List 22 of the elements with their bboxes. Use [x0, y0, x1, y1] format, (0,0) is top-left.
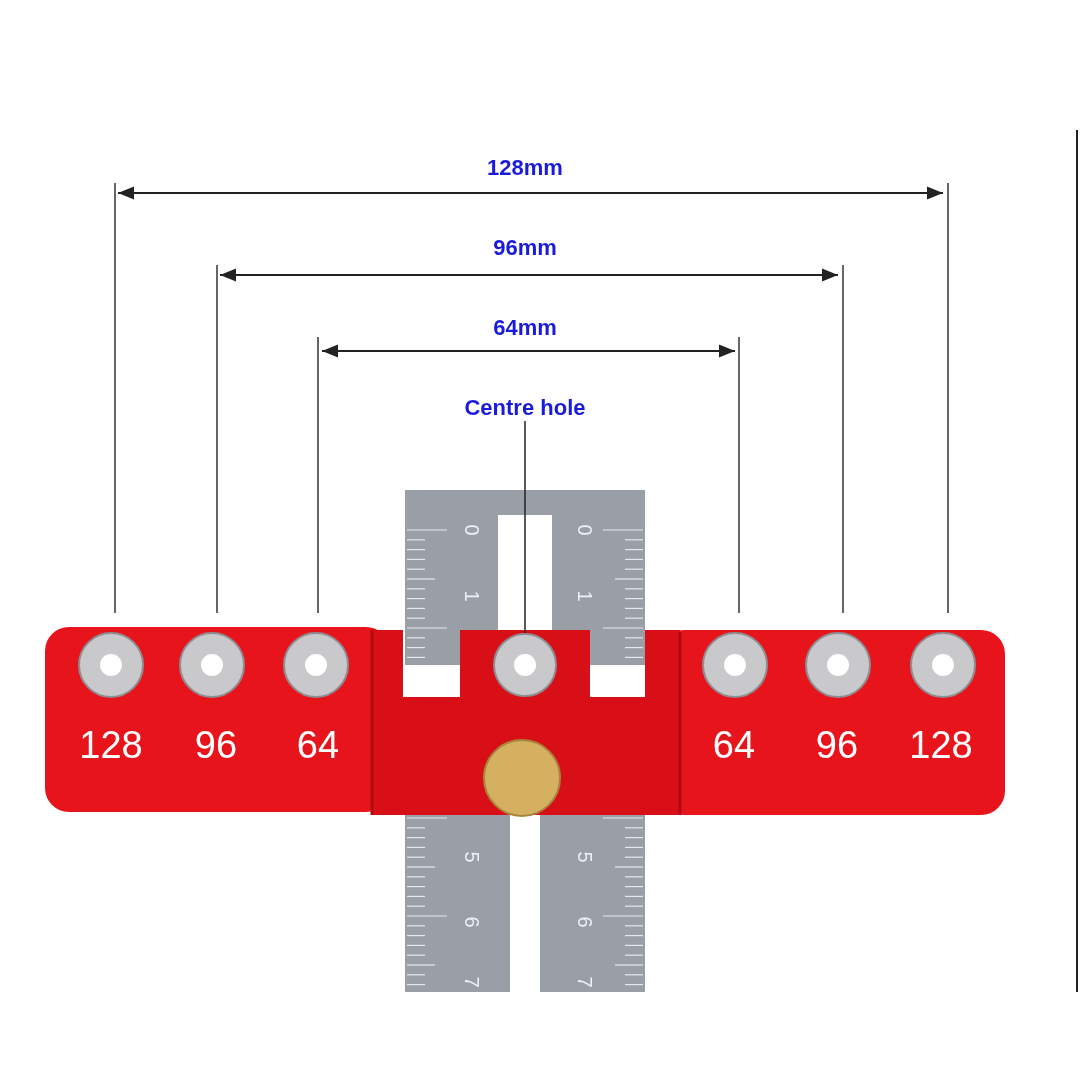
ruler-number: 7 — [462, 976, 482, 988]
ruler-number: 0 — [462, 524, 482, 536]
ruler-number: 1 — [575, 590, 595, 602]
ruler-number: 1 — [462, 590, 482, 602]
ruler-number: 6 — [462, 916, 482, 928]
leader-line — [524, 420, 526, 634]
hole-spacing-number: 128 — [79, 726, 143, 764]
ruler-number: 0 — [575, 524, 595, 536]
ruler-number: 5 — [575, 851, 595, 863]
hole-spacing-number: 64 — [712, 726, 756, 764]
dimension-label: 64mm — [493, 317, 557, 339]
callout-label: Centre hole — [445, 395, 605, 421]
dimension-label: 96mm — [493, 237, 557, 259]
hole-spacing-number: 128 — [909, 726, 973, 764]
hole-spacing-number: 96 — [815, 726, 859, 764]
ruler-number: 5 — [462, 851, 482, 863]
centre-hole-washer — [493, 633, 557, 697]
dimension-label: 128mm — [487, 157, 563, 179]
hole-spacing-number: 96 — [194, 726, 238, 764]
ruler-number: 6 — [575, 916, 595, 928]
ruler-number: 7 — [575, 976, 595, 988]
hole-spacing-number: 64 — [296, 726, 340, 764]
